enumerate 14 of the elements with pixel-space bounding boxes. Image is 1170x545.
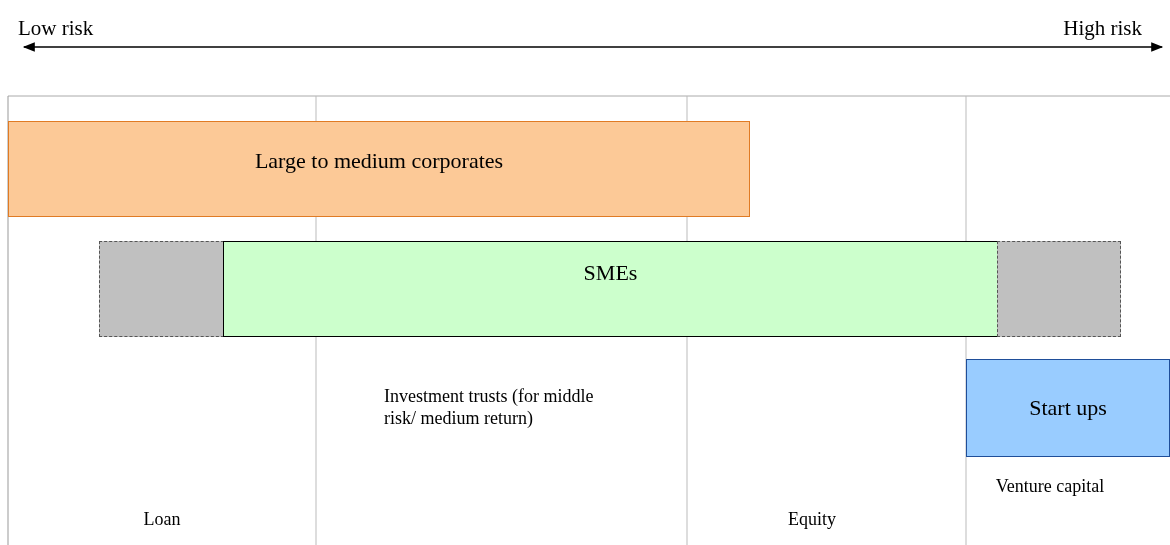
category-box — [966, 359, 1170, 457]
column-label: Equity — [787, 509, 837, 531]
column-label: Venture capital — [994, 476, 1106, 498]
column-label: Investment trusts (for middle risk/ medium return) — [384, 386, 595, 430]
axis-label: Low risk — [18, 16, 95, 42]
category-box — [223, 241, 998, 337]
box-label: Start ups — [1029, 395, 1107, 421]
axis-label: High risk — [1062, 16, 1142, 42]
category-box — [8, 121, 750, 217]
column-label: Loan — [142, 509, 182, 531]
box-label: SMEs — [583, 260, 638, 286]
placeholder-box — [997, 241, 1121, 337]
box-label: Large to medium corporates — [254, 148, 504, 174]
placeholder-box — [99, 241, 224, 337]
